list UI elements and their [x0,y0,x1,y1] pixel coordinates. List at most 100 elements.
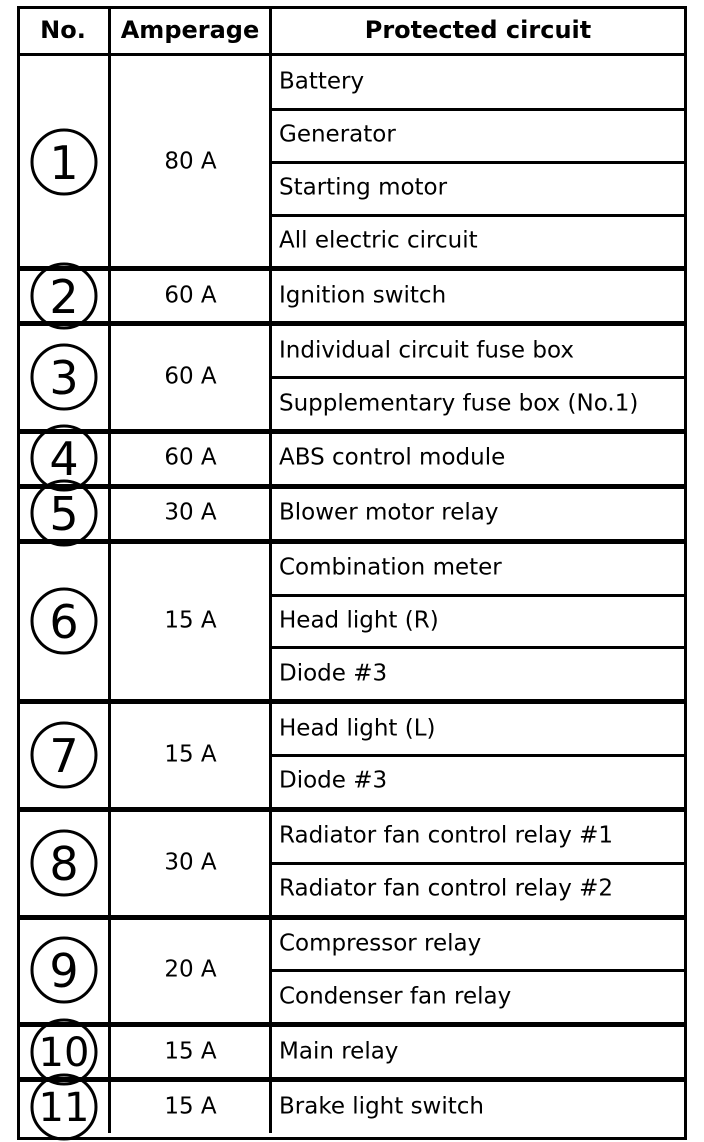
number-circle-outline [30,262,97,330]
protected-circuit: Starting motor [279,174,448,201]
fuse-amperage: 15 A [164,1093,217,1120]
fuse-amperage: 15 A [164,741,217,768]
circuit-divider [269,861,687,865]
protected-circuit: Blower motor relay [279,499,499,526]
number-circle-outline [30,936,97,1004]
protected-circuit: Combination meter [279,554,502,581]
number-circle-outline [30,479,97,547]
fuse-number: 2 [49,270,78,324]
fuse-number: 3 [49,351,78,405]
fuse-number-circle: 6 [30,587,97,655]
table-border-right [684,6,687,1140]
row-divider [17,266,687,272]
protected-circuit: All electric circuit [279,227,478,254]
number-circle-outline [30,829,97,897]
fuse-number-circle: 2 [30,262,97,330]
col-divider-amperage [269,1025,272,1079]
fuse-amperage: 30 A [164,499,217,526]
number-circle-outline [30,128,97,196]
fuse-number-circle: 11 [30,1073,97,1141]
fuse-amperage: 60 A [164,363,217,390]
header-col-divider-1 [108,6,111,54]
circuit-divider [269,160,687,164]
number-circle-outline [30,1073,97,1141]
header-no: No. [40,16,86,44]
col-divider-amperage [269,486,272,540]
row-divider [17,321,687,327]
number-circle-outline [30,587,97,655]
row-divider [17,538,687,544]
fuse-number: 6 [49,595,78,649]
row-divider [17,1077,687,1083]
fuse-amperage: 30 A [164,849,217,876]
circuit-divider [269,593,687,597]
fuse-amperage: 60 A [164,282,217,309]
col-divider-no [108,917,111,1024]
protected-circuit: Diode #3 [279,660,388,687]
col-divider-amperage [269,1080,272,1133]
fuse-number: 1 [49,136,78,190]
header-col-divider-2 [269,6,272,54]
fuse-number-circle: 8 [30,829,97,897]
col-divider-no [108,541,111,701]
row-divider [17,806,687,812]
table-border-left [17,6,20,1140]
col-divider-no [108,702,111,808]
protected-circuit: Compressor relay [279,930,482,957]
col-divider-amperage [269,431,272,485]
number-circle-outline [30,1018,97,1086]
fuse-number-circle: 10 [30,1018,97,1086]
fuse-number: 7 [49,729,78,783]
fuse-number-circle: 9 [30,936,97,1004]
fuse-number: 4 [49,432,78,486]
header-amperage: Amperage [120,16,260,44]
row-divider [17,699,687,705]
protected-circuit: Battery [279,68,365,95]
col-divider-no [108,809,111,916]
col-divider-no [108,1025,111,1079]
protected-circuit: Brake light switch [279,1093,485,1120]
table-border-top [17,6,687,9]
row-divider [17,428,687,434]
circuit-divider [269,754,687,758]
fuse-number-circle: 7 [30,721,97,789]
fuse-number-circle: 1 [30,128,97,196]
circuit-divider [269,213,687,217]
protected-circuit: Supplementary fuse box (No.1) [279,390,639,417]
protected-circuit: Head light (L) [279,715,436,742]
protected-circuit: Condenser fan relay [279,983,512,1010]
protected-circuit: Individual circuit fuse box [279,337,574,364]
header-divider [17,53,687,56]
table-border-bottom [17,1137,687,1140]
fuse-amperage: 15 A [164,607,217,634]
protected-circuit: ABS control module [279,444,506,471]
fuse-number: 5 [49,487,78,541]
fuse-amperage: 80 A [164,148,217,175]
fuse-number: 9 [49,944,78,998]
fuse-number-circle: 3 [30,343,97,411]
col-divider-no [108,56,111,268]
fuse-amperage: 60 A [164,444,217,471]
col-divider-amperage [269,541,272,701]
fuse-number-circle: 5 [30,479,97,547]
col-divider-no [108,431,111,485]
protected-circuit: Radiator fan control relay #1 [279,822,614,849]
fuse-amperage: 20 A [164,956,217,983]
circuit-divider [269,376,687,380]
number-circle-outline [30,424,97,492]
col-divider-no [108,269,111,323]
protected-circuit: Main relay [279,1038,399,1065]
row-divider [17,483,687,489]
row-divider [17,914,687,920]
col-divider-no [108,486,111,540]
protected-circuit: Ignition switch [279,282,447,309]
col-divider-amperage [269,269,272,323]
protected-circuit: Radiator fan control relay #2 [279,875,614,902]
number-circle-outline [30,721,97,789]
protected-circuit: Head light (R) [279,607,439,634]
fuse-number: 8 [49,837,78,891]
col-divider-no [108,1080,111,1133]
fuse-number: 10 [38,1030,89,1076]
number-circle-outline [30,343,97,411]
